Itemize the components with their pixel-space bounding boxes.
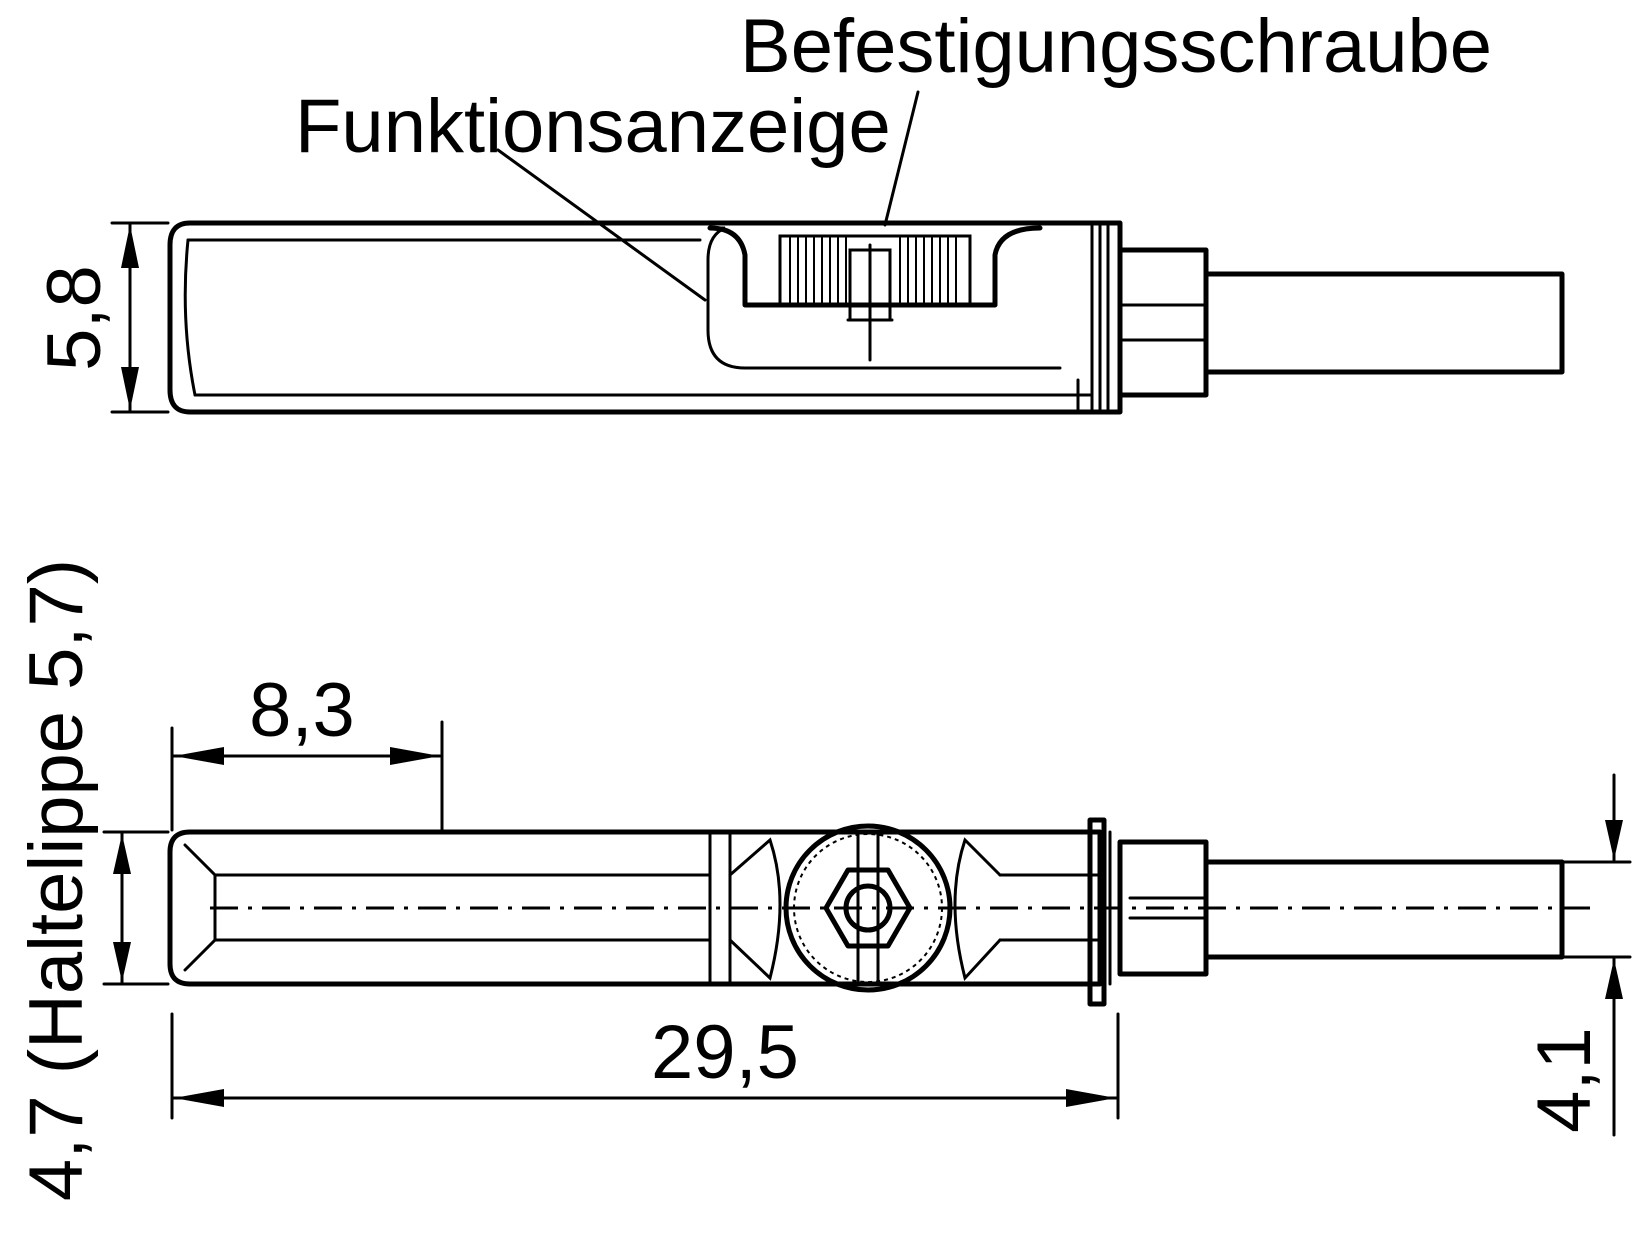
dimension-length-offset	[170, 720, 444, 832]
side-left-chamfer	[183, 238, 197, 397]
dim-label-body-width: 4,7 (Haltelippe 5,7)	[14, 559, 99, 1201]
dim-label-cable-diameter: 4,1	[1522, 1027, 1607, 1133]
label-fixing-screw: Befestigungsschraube	[740, 4, 1492, 89]
side-indicator-window	[707, 225, 1043, 308]
dimension-total-length	[170, 1012, 1120, 1120]
side-body-outline	[167, 220, 1123, 415]
leader-fixing-screw	[883, 90, 920, 227]
side-view: 5,8 Befestigungsschraube Funktionsanzeig…	[32, 4, 1565, 415]
plan-window-left	[728, 837, 782, 981]
plan-retaining-lip	[1087, 817, 1107, 1007]
leader-function-indicator	[496, 148, 707, 302]
side-cable-gland	[1117, 247, 1209, 398]
plan-screw-knurl	[793, 833, 943, 983]
side-screw-knurl	[778, 234, 972, 362]
dim-label-length-offset: 8,3	[249, 668, 355, 753]
dimension-body-width	[102, 830, 170, 986]
side-indicator-curve	[706, 226, 1062, 370]
plan-view: 8,3 4,7 (Haltelippe 5,7) 29,5	[14, 559, 1632, 1201]
plan-window-right	[953, 837, 1002, 982]
plan-hex-nut	[823, 867, 913, 949]
dim-label-total-length: 29,5	[651, 1010, 799, 1095]
label-function-indicator: Funktionsanzeige	[295, 84, 891, 169]
plan-body-outline	[167, 829, 1103, 987]
dimension-cable-diameter	[1560, 773, 1632, 1137]
side-cable	[1203, 271, 1565, 375]
dimension-height-side	[110, 221, 170, 414]
dim-label-height-side: 5,8	[32, 265, 117, 371]
